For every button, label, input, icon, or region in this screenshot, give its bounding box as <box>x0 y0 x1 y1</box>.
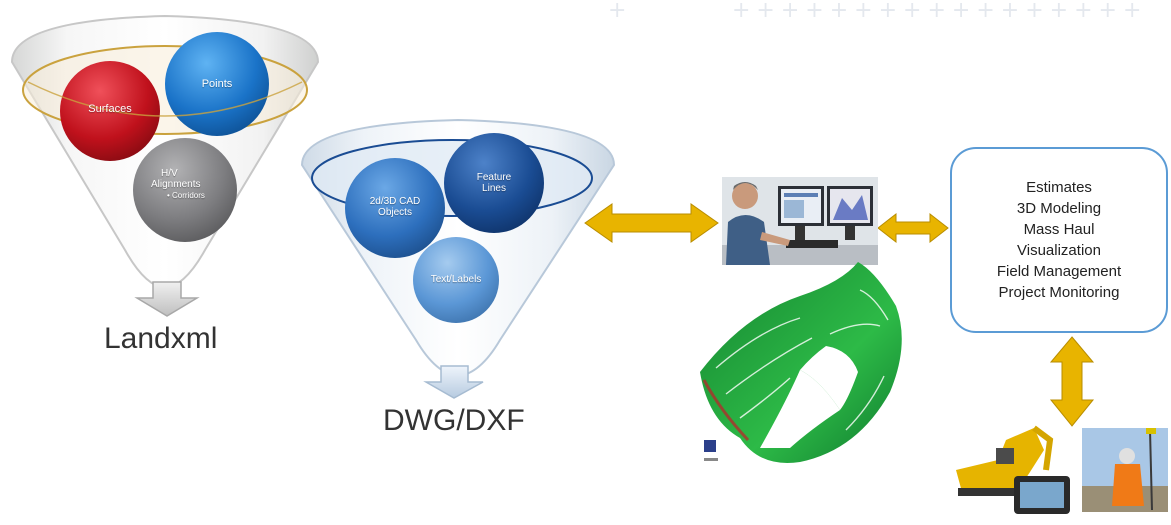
text-labels-orb <box>413 237 499 323</box>
cad-objects-orb <box>345 158 445 258</box>
use-item-visualization: Visualization <box>1017 242 1101 259</box>
cad-objects-line-1: 2d/3D CAD <box>369 196 421 207</box>
landxml-down-arrow <box>134 281 200 317</box>
decorative-plus-pattern: +++++++++++++++++ <box>732 0 1148 23</box>
feature-lines-label: Feature Lines <box>454 172 534 194</box>
surfaces-label: Surfaces <box>88 103 132 115</box>
landxml-output-label: Landxml <box>104 322 218 355</box>
workstation-photo <box>722 177 878 265</box>
points-orb <box>165 32 269 136</box>
alignments-label: H/V Alignments • Corridors <box>145 168 225 201</box>
dwg-down-arrow <box>423 365 484 399</box>
alignments-line-1: H/V <box>161 168 178 179</box>
feature-lines-line-2: Lines <box>482 183 506 194</box>
alignments-orb <box>133 138 237 242</box>
use-item-3d-modeling: 3D Modeling <box>1016 200 1102 217</box>
feature-lines-line-1: Feature <box>476 172 512 183</box>
use-item-mass-haul: Mass Haul <box>1023 221 1095 238</box>
use-item-field-management: Field Management <box>996 263 1122 280</box>
uses-box: Estimates 3D Modeling Mass Haul Visualiz… <box>950 147 1168 333</box>
landxml-funnel <box>10 14 320 290</box>
cad-objects-label: 2d/3D CAD Objects <box>355 196 435 218</box>
field-equipment-image <box>956 425 1168 514</box>
points-label: Points <box>201 78 233 90</box>
use-item-estimates: Estimates <box>1026 179 1092 196</box>
use-item-project-monitoring: Project Monitoring <box>998 284 1120 301</box>
corridors-label: • Corridors <box>167 191 205 200</box>
alignments-line-2: Alignments <box>151 179 201 190</box>
dwg-funnel <box>300 118 616 378</box>
uses-to-field-arrow <box>1049 336 1095 427</box>
dwg-output-label: DWG/DXF <box>383 404 525 437</box>
dwg-to-workstation-arrow <box>584 203 719 243</box>
decorative-plus-mark: + <box>608 0 633 23</box>
cad-objects-line-2: Objects <box>378 207 412 218</box>
feature-lines-orb <box>444 133 544 233</box>
rim-front-edge <box>27 81 303 117</box>
workstation-to-uses-arrow <box>877 212 949 244</box>
text-labels-label: Text/Labels <box>430 274 482 285</box>
terrain-model-image <box>700 262 902 463</box>
